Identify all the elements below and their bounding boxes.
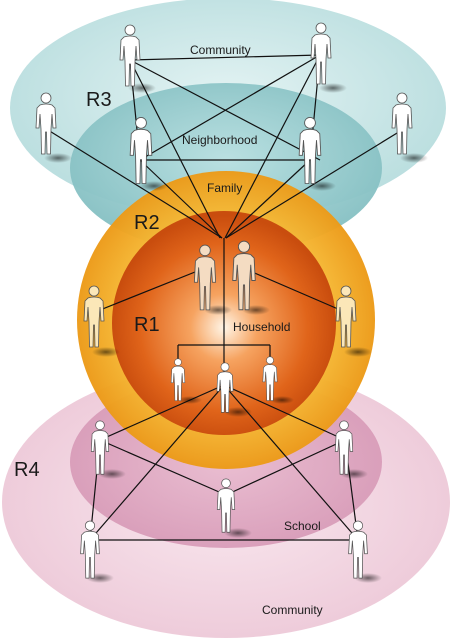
ring-label-r4: R4 [14, 459, 40, 481]
connection-lines [47, 54, 403, 541]
label-community-bottom: Community [262, 603, 323, 617]
label-school: School [284, 519, 321, 533]
ring-label-r1: R1 [134, 314, 160, 336]
people [35, 22, 428, 583]
ring-label-r3: R3 [86, 89, 112, 111]
label-community-top: Community [190, 43, 251, 57]
label-household: Household [233, 320, 290, 334]
label-family: Family [207, 181, 242, 195]
ring-label-r2: R2 [134, 212, 160, 234]
label-neighborhood: Neighborhood [182, 133, 257, 147]
